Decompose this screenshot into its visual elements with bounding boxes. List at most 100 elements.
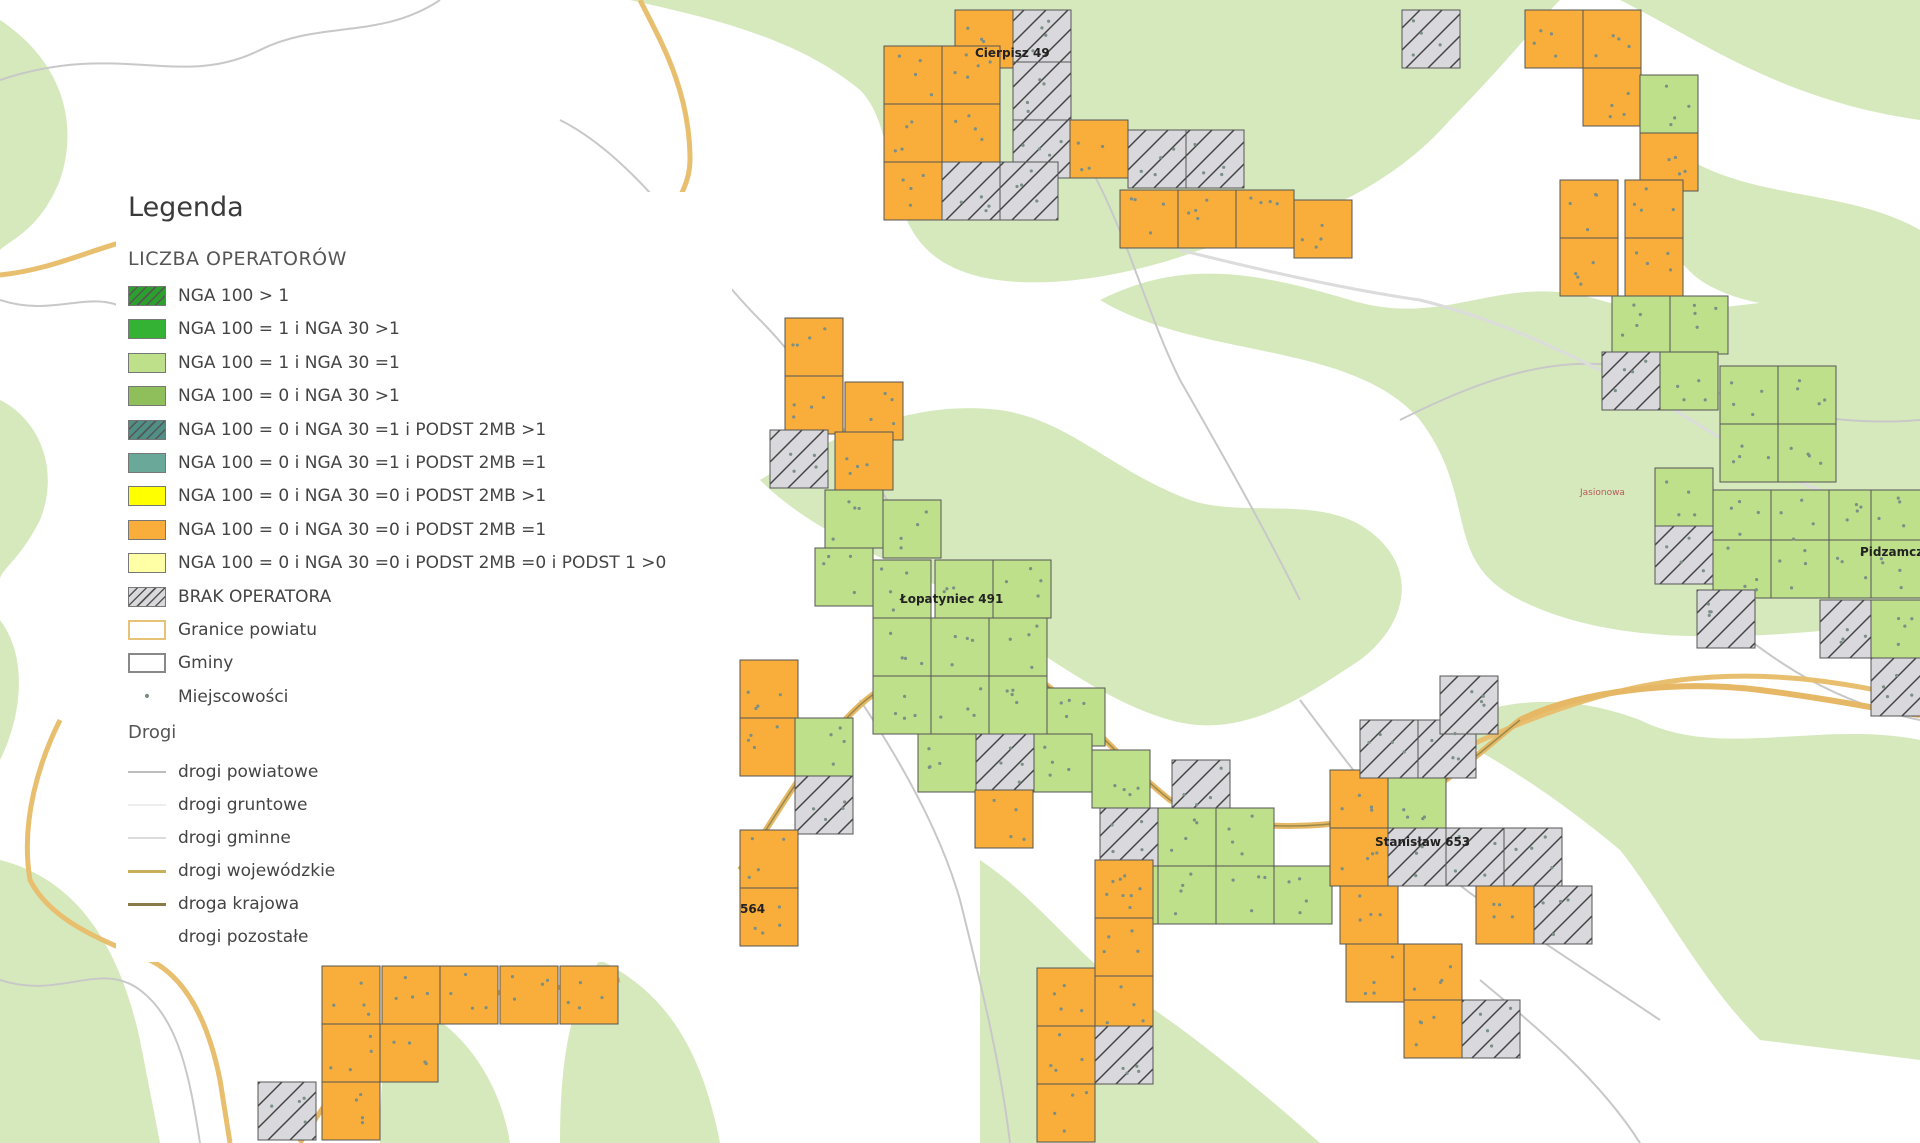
settlement-dot — [1845, 518, 1849, 522]
settlement-dot — [1015, 184, 1019, 189]
settlement-dot — [1084, 1091, 1089, 1095]
settlement-dot — [577, 1006, 582, 1010]
settlement-dot — [908, 203, 913, 207]
settlement-dot — [1483, 873, 1487, 877]
settlement-dot — [1714, 306, 1718, 311]
grid-cell — [1770, 489, 1830, 549]
settlement-dot — [848, 554, 853, 558]
settlement-dot — [1508, 1006, 1513, 1010]
grid-cell — [784, 317, 844, 377]
grid-cell — [1185, 129, 1245, 189]
grid-cell — [1157, 865, 1217, 925]
settlement-dot — [857, 506, 861, 511]
grid-cell — [844, 381, 904, 441]
settlement-dot — [1153, 173, 1157, 177]
settlement-dot — [988, 60, 992, 64]
settlement-dot — [1402, 808, 1406, 812]
settlement-dot — [1457, 835, 1461, 839]
settlement-dot — [812, 453, 817, 457]
grid-cell — [1329, 827, 1389, 887]
settlement-dot — [1275, 202, 1279, 206]
legend-swatch — [128, 620, 166, 640]
settlement-dot — [1268, 200, 1272, 204]
settlement-dot — [782, 837, 786, 841]
grid-cell — [1819, 599, 1879, 659]
grid-cell — [321, 965, 381, 1025]
legend-item: •Miejscowości — [128, 683, 289, 711]
settlement-dot — [967, 114, 971, 118]
settlement-dot — [1184, 836, 1188, 841]
settlement-dot — [1043, 745, 1047, 749]
settlement-dot — [1855, 509, 1859, 513]
settlement-dot — [1136, 949, 1140, 953]
settlement-dot — [1202, 171, 1206, 175]
legend-road-item: drogi gruntowe — [128, 791, 307, 819]
settlement-dot — [927, 747, 931, 751]
legend-item: NGA 100 = 0 i NGA 30 =0 i PODST 2MB =1 — [128, 516, 546, 544]
settlement-dot — [841, 806, 845, 811]
legend-item-label: Miejscowości — [178, 686, 289, 707]
settlement-dot — [1140, 848, 1144, 852]
settlement-dot — [1411, 53, 1415, 57]
settlement-dot — [1492, 902, 1496, 906]
settlement-dot — [843, 800, 847, 804]
settlement-dot — [1035, 199, 1039, 203]
settlement-dot — [392, 1040, 396, 1044]
settlement-dot — [992, 798, 996, 803]
settlement-dot — [848, 471, 852, 476]
grid-cell — [1475, 885, 1535, 945]
settlement-dot — [1635, 323, 1639, 328]
settlement-dot — [1128, 793, 1132, 797]
grid-cell — [999, 161, 1059, 221]
settlement-dot — [1493, 841, 1497, 846]
settlement-dot — [964, 53, 968, 57]
settlement-dot — [1220, 172, 1224, 177]
settlement-dot — [756, 868, 760, 872]
settlement-dot — [1644, 187, 1648, 191]
settlement-dot — [1634, 251, 1639, 255]
settlement-dot — [1420, 845, 1424, 849]
settlement-dot — [1227, 827, 1231, 831]
settlement-dot — [1378, 913, 1382, 917]
settlement-dot — [1118, 877, 1122, 881]
settlement-dot — [747, 875, 751, 879]
legend-swatch — [128, 352, 166, 373]
grid-cell — [975, 733, 1035, 793]
settlement-dot — [1020, 762, 1024, 766]
legend-swatch — [128, 419, 166, 440]
settlement-dot — [893, 149, 897, 153]
settlement-dot — [1138, 887, 1142, 891]
legend-item: NGA 100 = 1 i NGA 30 =1 — [128, 349, 400, 377]
settlement-dot — [1622, 112, 1626, 117]
grid-cell — [381, 965, 441, 1025]
settlement-dot — [1250, 814, 1254, 818]
settlement-dot — [970, 638, 975, 642]
settlement-dot — [1414, 1043, 1418, 1047]
settlement-dot — [1610, 103, 1614, 108]
settlement-dot — [1811, 522, 1815, 526]
grid-cell — [739, 659, 799, 719]
settlement-dot — [1005, 689, 1009, 693]
settlement-dot — [1800, 498, 1804, 502]
settlement-dot — [1482, 703, 1486, 707]
grid-cell — [439, 965, 499, 1025]
settlement-dot — [1058, 1033, 1062, 1037]
settlement-dot — [865, 463, 869, 467]
settlement-dot — [1608, 115, 1612, 119]
grid-cell — [379, 1023, 439, 1083]
grid-cell — [883, 45, 943, 105]
grid-cell — [1359, 719, 1419, 779]
settlement-dot — [1044, 33, 1048, 37]
legend-road-item: drogi powiatowe — [128, 758, 318, 786]
grid-cell — [794, 775, 854, 835]
settlement-dot — [1222, 165, 1226, 169]
settlement-dot — [756, 704, 760, 708]
settlement-dot — [540, 982, 545, 986]
settlement-dot — [359, 1092, 363, 1097]
settlement-dot — [891, 421, 896, 426]
grid-cell — [769, 429, 829, 489]
settlement-dot — [1110, 823, 1114, 827]
settlement-dot — [1022, 837, 1026, 841]
settlement-dot — [1035, 624, 1039, 628]
